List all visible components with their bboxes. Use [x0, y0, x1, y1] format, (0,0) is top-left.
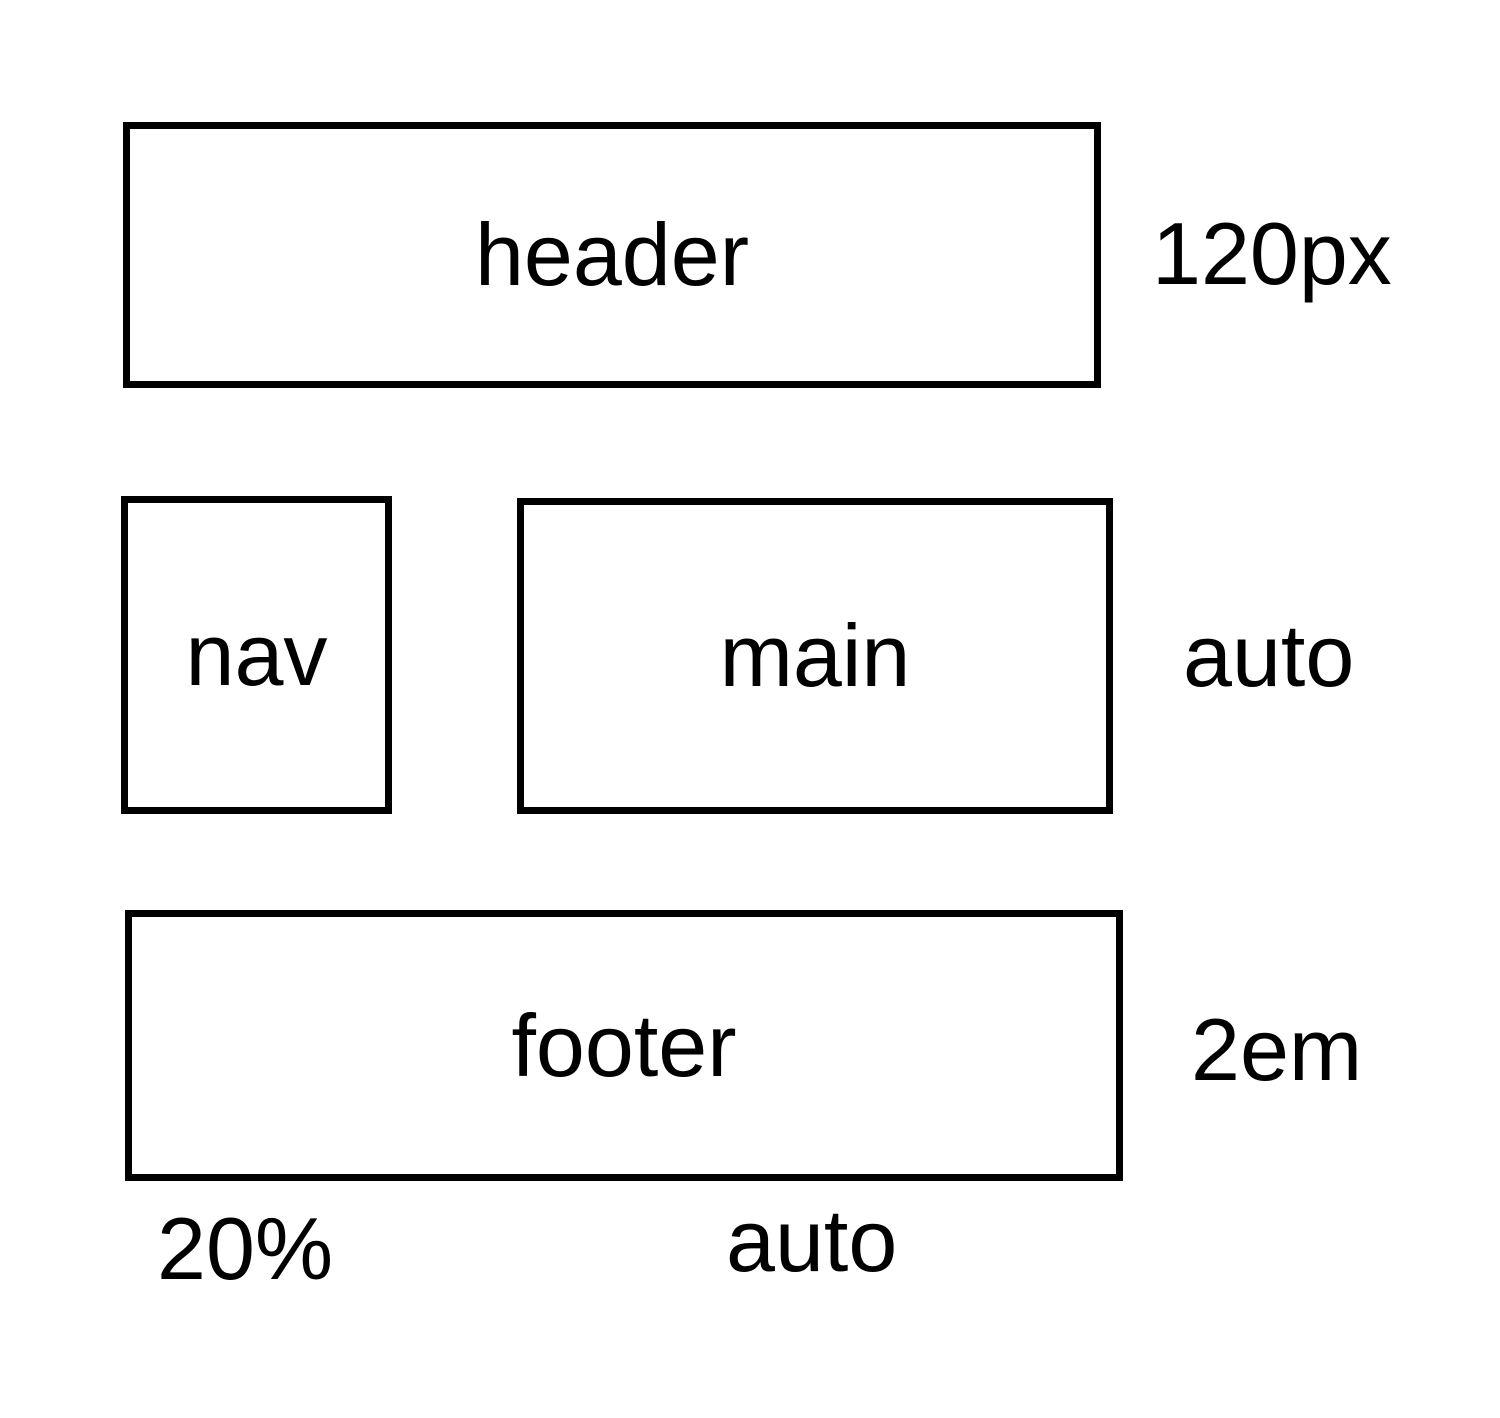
header-area: header: [123, 122, 1101, 388]
nav-area-label: nav: [185, 605, 328, 704]
footer-area-label: footer: [511, 995, 737, 1095]
header-area-label: header: [474, 205, 749, 304]
right-column-size: auto: [726, 1191, 898, 1290]
footer-row-size: 2em: [1191, 1000, 1363, 1099]
header-row-size: 120px: [1152, 204, 1392, 303]
left-column-size: 20%: [157, 1199, 334, 1298]
main-area: main: [517, 498, 1113, 814]
footer-area: footer: [125, 910, 1123, 1181]
main-area-label: main: [719, 606, 911, 705]
middle-row-size: auto: [1183, 606, 1355, 705]
nav-area: nav: [121, 496, 392, 814]
